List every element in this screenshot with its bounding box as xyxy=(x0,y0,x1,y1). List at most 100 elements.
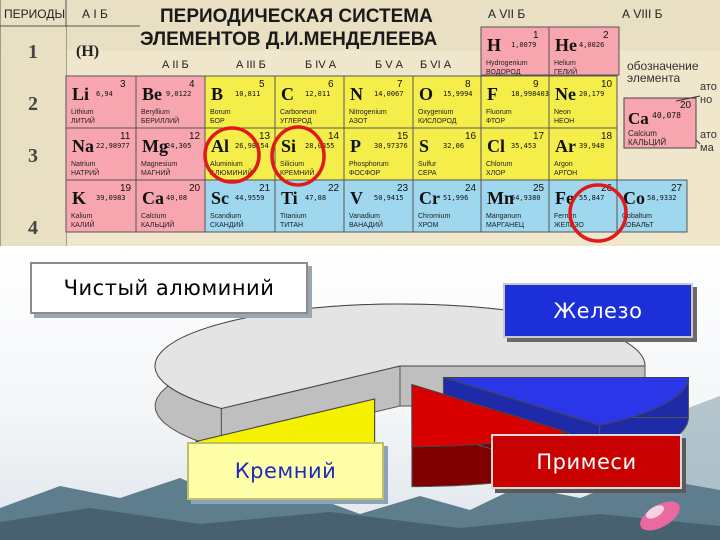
label-impurities-text: Примеси xyxy=(536,449,637,474)
element-russian-co: КОБАЛЬТ xyxy=(622,222,654,229)
period-3: 3 xyxy=(28,145,38,167)
element-latin-co: Cobaltum xyxy=(622,213,652,220)
element-cell-v xyxy=(343,179,414,233)
element-mass-ar: 39,948 xyxy=(579,142,604,150)
element-number-be: 4 xyxy=(189,79,195,90)
element-russian-ar: АРГОН xyxy=(554,170,577,177)
element-mass-cr: 51,996 xyxy=(443,194,468,202)
legend-side-2: но xyxy=(700,94,712,106)
element-russian-h: ВОДОРОД xyxy=(486,69,521,76)
element-cell-f xyxy=(480,75,550,129)
legend-sample-cell xyxy=(623,97,697,149)
label-iron-text: Железо xyxy=(553,298,643,323)
element-latin-sc: Scandium xyxy=(210,213,241,220)
element-symbol-si: Si xyxy=(281,136,296,156)
element-symbol-mn: Mn xyxy=(487,188,514,208)
group-header-8: А VIII Б xyxy=(622,7,663,21)
element-number-cr: 24 xyxy=(465,183,477,194)
element-latin-k: Kalium xyxy=(71,213,93,220)
group-header-7: А VII Б xyxy=(488,7,525,21)
label-iron: Железо xyxy=(503,283,693,338)
legend-sample-symbol: Ca xyxy=(628,109,649,128)
legend-text-1: обозначение xyxy=(627,59,699,73)
element-symbol-c: C xyxy=(281,84,294,104)
element-number-he: 2 xyxy=(603,30,609,41)
element-russian-n: АЗОТ xyxy=(349,118,368,125)
table-title-line1: ПЕРИОДИЧЕСКАЯ СИСТЕМА xyxy=(160,6,433,27)
element-russian-c: УГЛЕРОД xyxy=(280,118,312,125)
element-number-h: 1 xyxy=(533,30,539,41)
element-mass-h: 1,0079 xyxy=(511,41,536,49)
element-russian-ne: НЕОН xyxy=(554,118,574,125)
group-header-1: А I Б xyxy=(82,7,108,21)
element-russian-mn: МАРГАНЕЦ xyxy=(486,222,525,229)
element-latin-n: Nitrogenium xyxy=(349,109,387,116)
element-latin-he: Helium xyxy=(554,60,576,67)
element-number-mn: 25 xyxy=(533,183,545,194)
label-silicon: Кремний xyxy=(187,442,384,500)
legend-sample-mass: 40,078 xyxy=(652,111,681,120)
element-latin-al: Aluminium xyxy=(210,161,243,168)
highlight-circle-iron xyxy=(568,183,628,243)
table-title-line2: ЭЛЕМЕНТОВ Д.И.МЕНДЕЛЕЕВА xyxy=(140,29,438,50)
element-mass-s: 32,06 xyxy=(443,142,464,150)
element-mass-n: 14,0067 xyxy=(374,90,404,98)
highlight-circle-aluminium xyxy=(203,126,261,184)
element-russian-k: КАЛИЙ xyxy=(71,220,95,229)
element-number-c: 6 xyxy=(328,79,334,90)
element-number-si: 14 xyxy=(328,131,340,142)
element-number-co: 27 xyxy=(671,183,683,194)
element-symbol-ar: Ar xyxy=(555,136,576,156)
element-number-sc: 21 xyxy=(259,183,271,194)
element-cell-h xyxy=(480,26,550,76)
period-2: 2 xyxy=(28,93,38,115)
element-latin-si: Silicium xyxy=(280,161,304,168)
element-number-fe: 26 xyxy=(601,183,613,194)
element-latin-ti: Titanium xyxy=(280,213,307,220)
element-symbol-n: N xyxy=(350,84,363,104)
element-symbol-s: S xyxy=(419,136,429,156)
element-russian-p: ФОСФОР xyxy=(349,170,381,177)
element-cell-al xyxy=(204,127,276,181)
legend-pointer-1 xyxy=(675,95,701,102)
label-impurities: Примеси xyxy=(491,434,682,489)
legend-side-3: ато xyxy=(700,129,717,141)
period-column xyxy=(1,27,66,246)
legend-pointer-2 xyxy=(695,139,701,145)
label-pure-aluminium: Чистый алюминий xyxy=(30,262,308,314)
element-symbol-k: K xyxy=(72,188,86,208)
element-russian-cr: ХРОМ xyxy=(418,222,439,229)
element-mass-ne: 20,179 xyxy=(579,90,604,98)
element-cell-p xyxy=(343,127,414,181)
element-latin-o: Oxygenium xyxy=(418,109,454,116)
element-russian-be: БЕРИЛЛИЙ xyxy=(141,116,179,125)
element-mass-sc: 44,9559 xyxy=(235,194,265,202)
mountain-foreground xyxy=(0,508,720,540)
element-latin-p: Phosphorum xyxy=(349,161,389,168)
element-latin-h: Hydrogenium xyxy=(486,60,528,67)
label-pure-aluminium-text: Чистый алюминий xyxy=(63,276,275,300)
group-header-5: Б V А xyxy=(375,59,404,71)
element-symbol-f: F xyxy=(487,84,498,104)
element-cell-li xyxy=(65,75,137,129)
element-symbol-he: He xyxy=(555,35,577,55)
element-symbol-h: H xyxy=(487,35,501,55)
legend-sample-number: 20 xyxy=(680,100,692,111)
element-symbol-mg: Mg xyxy=(142,136,168,156)
element-number-f: 9 xyxy=(533,79,539,90)
element-number-k: 19 xyxy=(120,183,132,194)
element-number-na: 11 xyxy=(120,131,131,142)
element-symbol-cl: Cl xyxy=(487,136,505,156)
element-cell-co xyxy=(616,179,688,233)
element-cell-na xyxy=(65,127,137,181)
element-latin-fe: Ferrum xyxy=(554,213,577,220)
element-symbol-o: O xyxy=(419,84,433,104)
element-number-s: 16 xyxy=(465,131,477,142)
element-russian-v: ВАНАДИЙ xyxy=(349,220,383,229)
element-mass-cl: 35,453 xyxy=(511,142,536,150)
element-symbol-li: Li xyxy=(72,84,89,104)
element-russian-si: КРЕМНИЙ xyxy=(280,168,314,177)
element-mass-fe: 55,847 xyxy=(579,194,604,202)
element-number-cl: 17 xyxy=(533,131,545,142)
